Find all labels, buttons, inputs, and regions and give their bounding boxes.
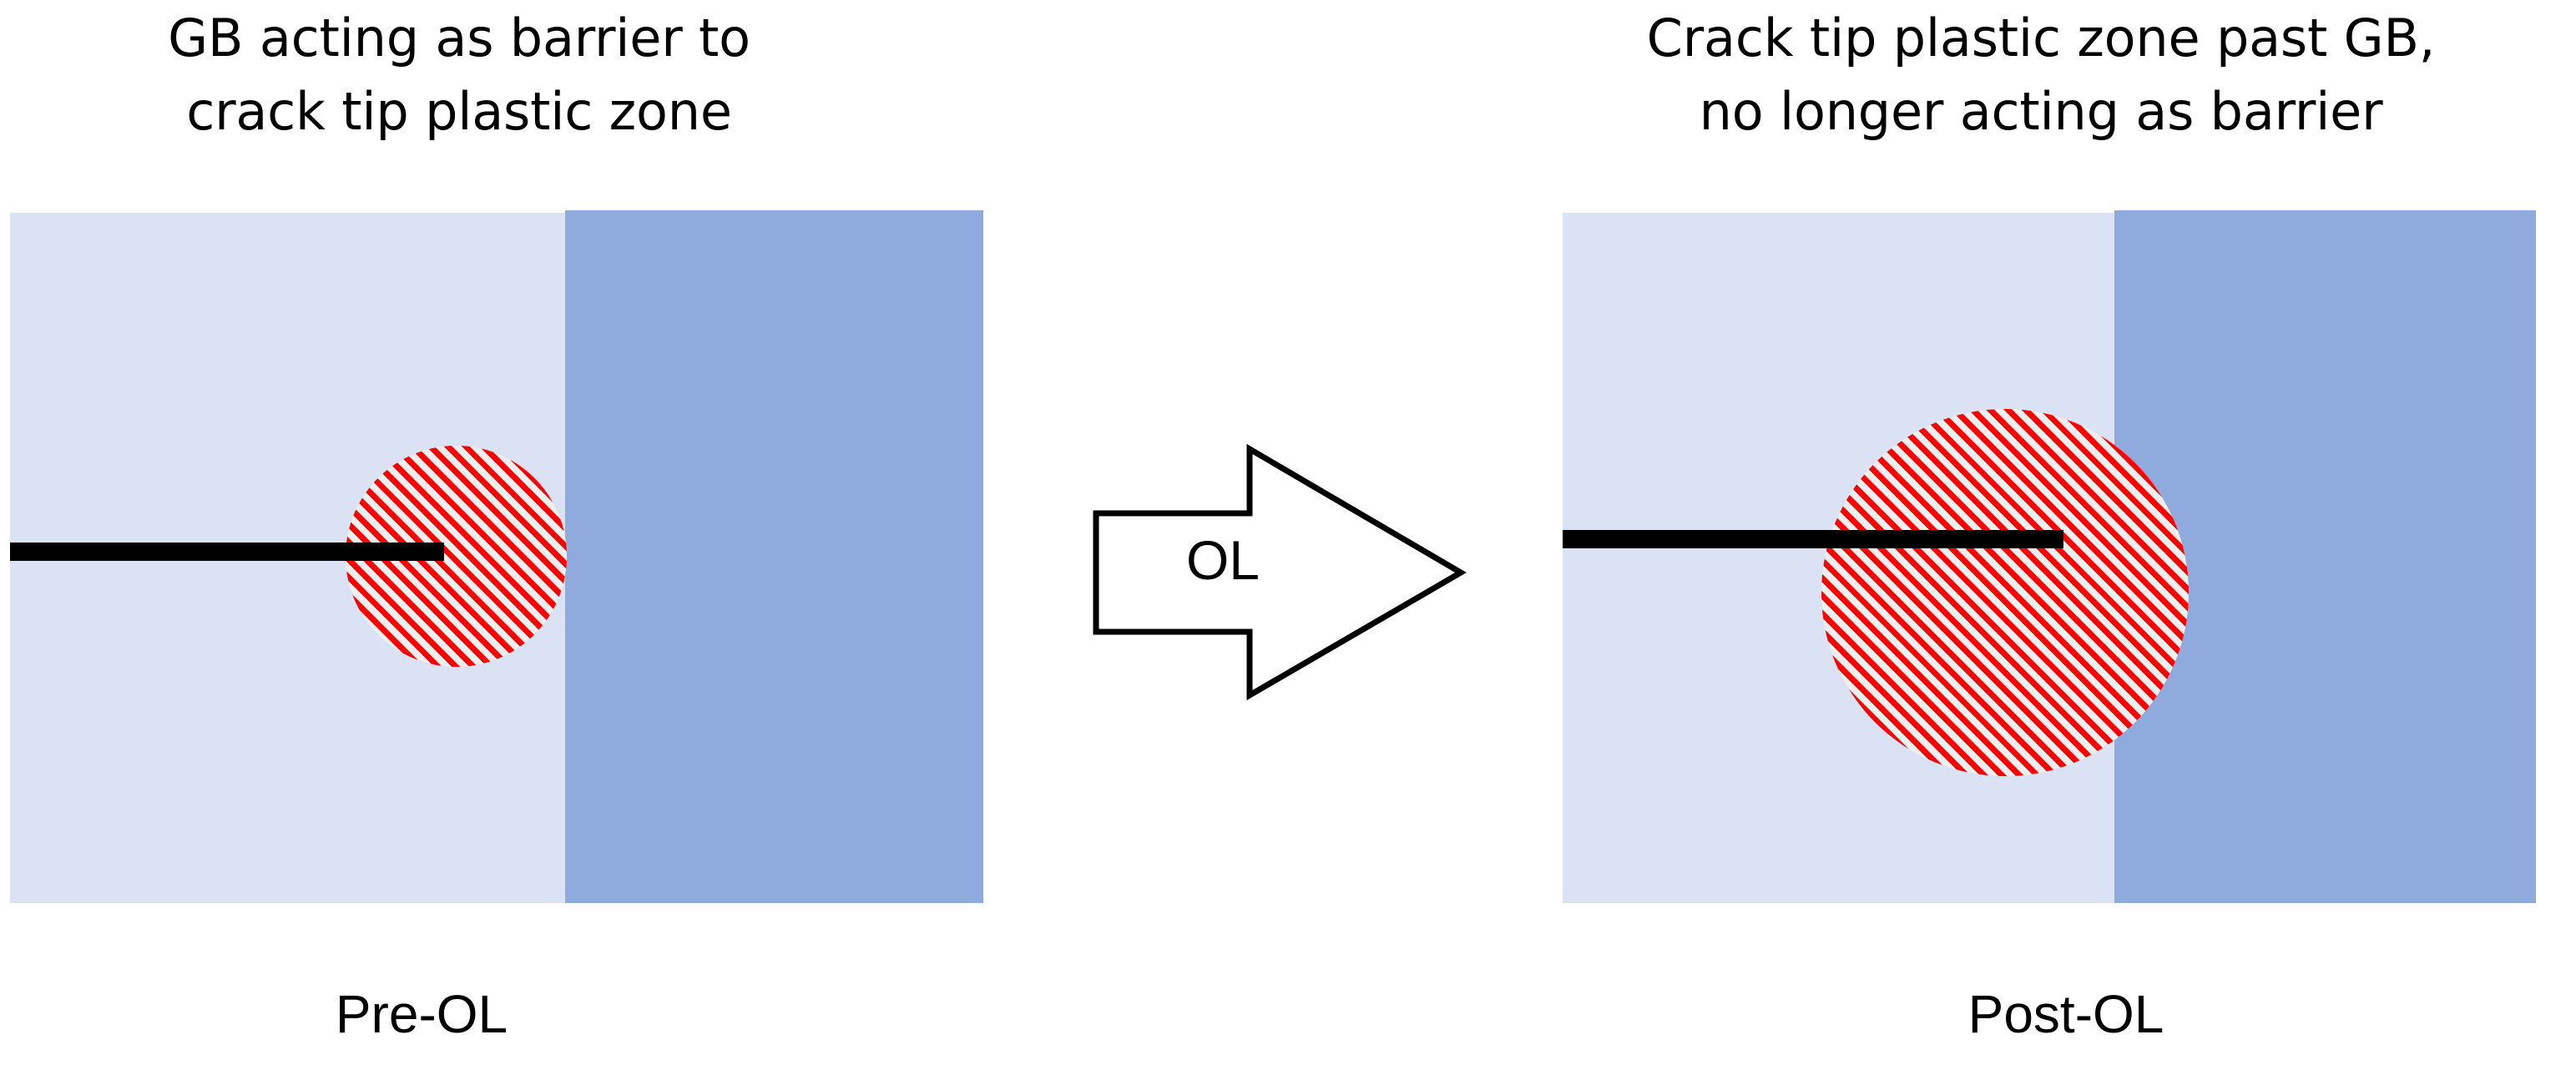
panel-pre-ol xyxy=(10,210,983,903)
grain-dark-region xyxy=(565,210,983,903)
caption-line-2: crack tip plastic zone xyxy=(186,81,732,143)
panel-body xyxy=(1563,210,2536,903)
crack-line xyxy=(10,543,444,561)
caption-line-2: no longer acting as barrier xyxy=(1699,81,2383,143)
ol-transition: OL xyxy=(1085,442,1477,701)
block-arrow-right-icon xyxy=(1093,443,1467,701)
panel-caption-post-ol: Crack tip plastic zone past GB, no longe… xyxy=(1519,2,2563,149)
panel-label-post-ol: Post-OL xyxy=(1967,984,2164,1044)
crack-line xyxy=(1563,530,2063,548)
caption-line-1: GB acting as barrier to xyxy=(168,8,750,68)
panel-label-pre-ol: Pre-OL xyxy=(335,984,508,1044)
ol-label: OL xyxy=(1185,529,1260,591)
panel-body xyxy=(10,210,983,903)
caption-line-1: Crack tip plastic zone past GB, xyxy=(1646,8,2436,68)
panel-caption-pre-ol: GB acting as barrier to crack tip plasti… xyxy=(25,2,893,149)
panel-post-ol xyxy=(1563,210,2536,903)
plastic-zone-circle xyxy=(1821,409,2189,776)
